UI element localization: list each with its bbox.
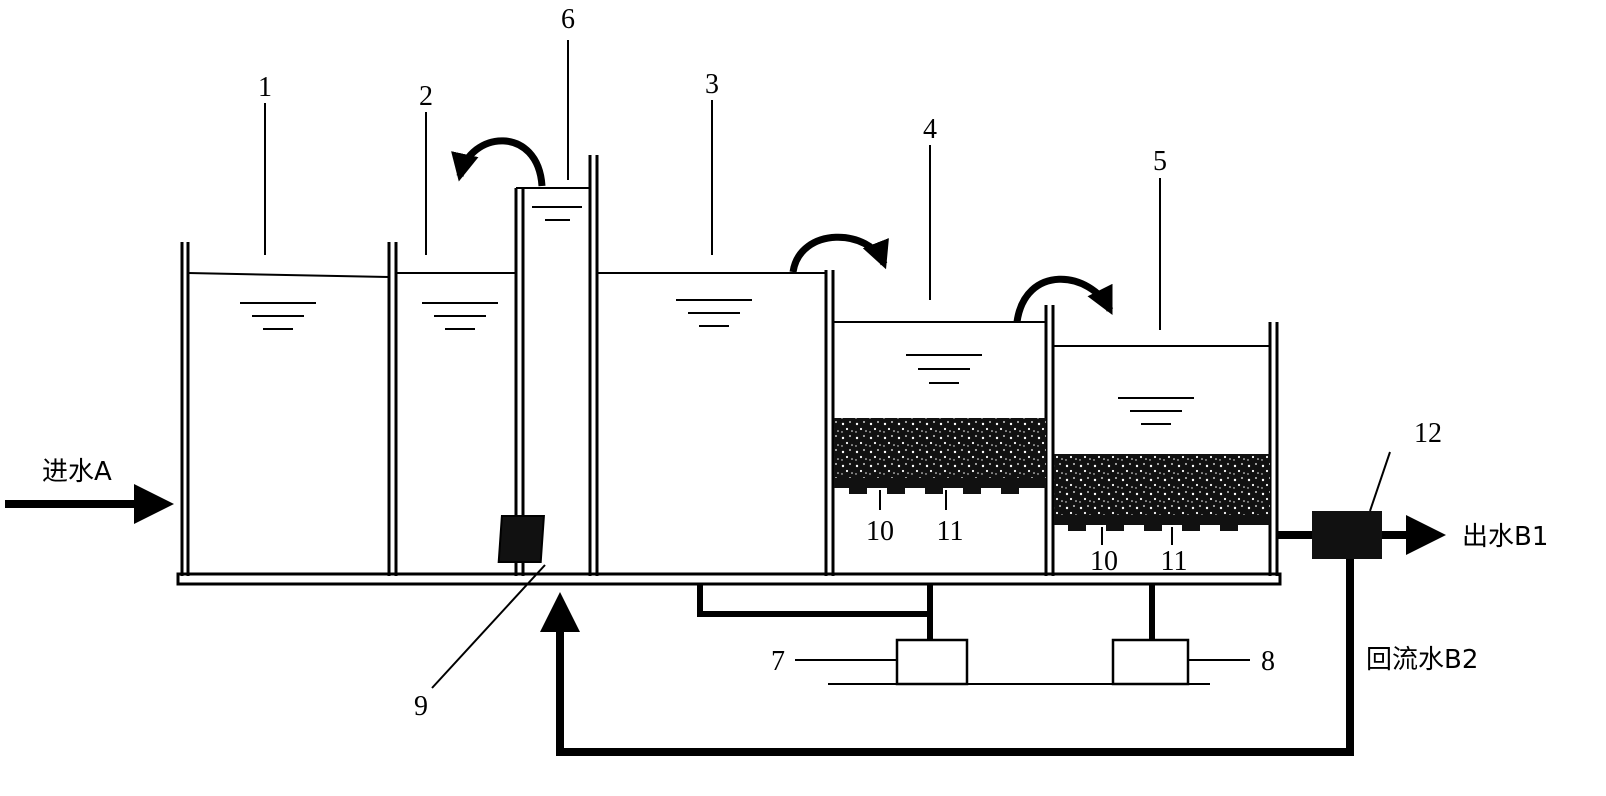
- filter-media-5: [1054, 454, 1270, 518]
- label-10-tank4: 10: [866, 516, 894, 547]
- label-inflow: 进水A: [42, 457, 112, 487]
- component-9-block: [497, 515, 545, 563]
- label-4: 4: [923, 114, 937, 145]
- label-10-tank5: 10: [1090, 546, 1118, 577]
- blower-8: [1111, 638, 1190, 686]
- label-11-tank4: 11: [937, 516, 964, 547]
- tank-walls: [180, 155, 1279, 576]
- blower-7: [895, 638, 969, 686]
- label-3: 3: [705, 69, 719, 100]
- label-7: 7: [771, 646, 785, 677]
- label-leaders: [264, 40, 1173, 545]
- reactor-base: [176, 572, 1282, 586]
- leader-9: [431, 564, 546, 689]
- component-12-box: [1312, 511, 1382, 559]
- label-outflow: 出水B1: [1462, 522, 1548, 552]
- label-return-flow: 回流水B2: [1366, 645, 1478, 675]
- air-pipes: [697, 584, 1155, 640]
- overflow-arrows: [451, 137, 1114, 323]
- leader-12: [1369, 451, 1391, 512]
- support-plate-4: [834, 478, 1046, 494]
- label-11-tank5: 11: [1161, 546, 1188, 577]
- label-6: 6: [561, 4, 575, 35]
- label-2: 2: [419, 81, 433, 112]
- label-8: 8: [1261, 646, 1275, 677]
- support-plate-5: [1054, 515, 1270, 531]
- return-flow-pipe: [540, 559, 1354, 756]
- water-surfaces: [187, 272, 1270, 347]
- label-1: 1: [258, 72, 272, 103]
- label-12: 12: [1414, 418, 1442, 449]
- label-9: 9: [414, 691, 428, 722]
- water-level-symbols: [240, 206, 1194, 425]
- label-5: 5: [1153, 146, 1167, 177]
- filter-media-4: [834, 418, 1046, 480]
